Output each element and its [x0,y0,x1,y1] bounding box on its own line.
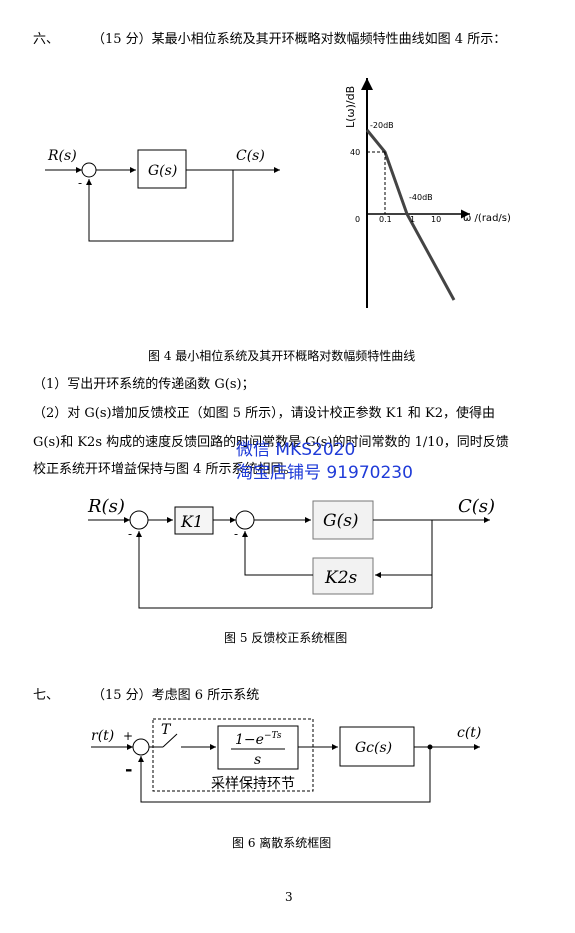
fig5-sum-junction-2 [235,510,255,530]
fig4-g-label: G(s) [148,163,177,179]
fig6-minus-sign: - [125,759,132,780]
q7-text: （15 分）考虑图 6 所示系统 [92,688,260,703]
fig4-sum-junction [81,162,97,178]
q6-part2-line2: G(s)和 K2s 构成的速度反馈回路的时间常数是 G(s)的时间常数的 1/1… [33,435,509,450]
bode-y-tick-40: 40 [350,148,360,157]
fig6-caption: 图 6 离散系统框图 [232,836,332,850]
fig6-block-diagram: r(t) + - T 1−e−Ts s 采样保持环节 Gc(s) c(t) [91,718,481,803]
bode-origin-label: 0 [355,215,360,224]
fig4-feedback-path [86,170,234,242]
fig6-zoh-denominator: s [254,752,261,768]
bode-slope2-label: -40dB [409,193,433,202]
fig6-sample-hold-region [152,718,314,792]
fig5-g-label: G(s) [323,511,359,531]
page-number: 3 [285,890,293,904]
fig6-sampler-switch [162,733,178,748]
fig6-gc-label: Gc(s) [355,740,392,756]
fig5-minus-2: - [234,527,238,541]
fig4-bode-plot: L(ω)/dB ω /(rad/s) -20dB 40 -40dB 0 0.1 … [344,78,511,308]
watermark-line2: 淘宝店铺号 91970230 [236,463,413,483]
q7-number: 七、 [33,688,60,703]
fig6-zoh-label: 采样保持环节 [211,776,295,792]
fig5-k2s-label: K2s [324,568,358,588]
bode-ylabel: L(ω)/dB [344,86,357,128]
fig5-caption: 图 5 反馈校正系统框图 [224,631,348,645]
bode-x-tick-1: 1 [410,215,415,224]
bode-magnitude-curve [365,129,456,301]
q6-part1: （1）写出开环系统的传递函数 G(s)； [33,377,255,392]
bode-x-tick-0.1: 0.1 [379,215,392,224]
fig4-input-label: R(s) [47,148,77,164]
fig6-sum-junction [132,738,150,756]
q6-text: （15 分）某最小相位系统及其开环概略对数幅频特性曲线如图 4 所示： [92,32,507,47]
fig5-sum-junction-1 [129,510,149,530]
bode-slope1-label: -20dB [370,121,394,130]
fig4-minus-sign: - [78,176,82,190]
fig5-minus-1: - [128,527,132,541]
bode-x-tick-10: 10 [431,215,441,224]
fig5-output-label: C(s) [458,496,495,517]
fig4-output-label: C(s) [236,148,265,164]
watermark-line1: 微信 MKS2020 [236,440,356,460]
fig4-block-diagram: R(s) - G(s) C(s) [45,148,280,242]
fig6-plus-sign: + [123,729,133,743]
fig6-zoh-block [217,725,299,770]
fig6-output-label: c(t) [457,725,481,741]
fig6-zoh-numerator: 1−e−Ts [235,731,282,748]
q6-part2-line3: 校正系统开环增益保持与图 4 所示系统相同。 [33,462,297,477]
fig5-k1-label: K1 [180,512,203,531]
fig5-outer-feedback [136,531,432,609]
fig6-feedback-path [138,747,431,803]
q6-part2-line1: （2）对 G(s)增加反馈校正（如图 5 所示），请设计校正参数 K1 和 K2… [33,406,496,421]
fig5-inner-feedback [242,531,313,576]
bode-xlabel: ω /(rad/s) [463,213,511,224]
fig5-block-diagram: R(s) - K1 - G(s) C(s) K2s [87,496,495,609]
fig6-input-label: r(t) [91,728,114,744]
fig6-switch-label: T [161,722,172,738]
fig4-g-block [137,149,187,189]
fig4-caption: 图 4 最小相位系统及其开环概略对数幅频特性曲线 [148,349,416,363]
fig5-g-block [312,500,374,540]
q6-number: 六、 [33,32,60,47]
fig5-input-label: R(s) [87,496,125,517]
fig5-k2s-block [312,557,374,595]
fig6-gc-block [339,726,415,767]
